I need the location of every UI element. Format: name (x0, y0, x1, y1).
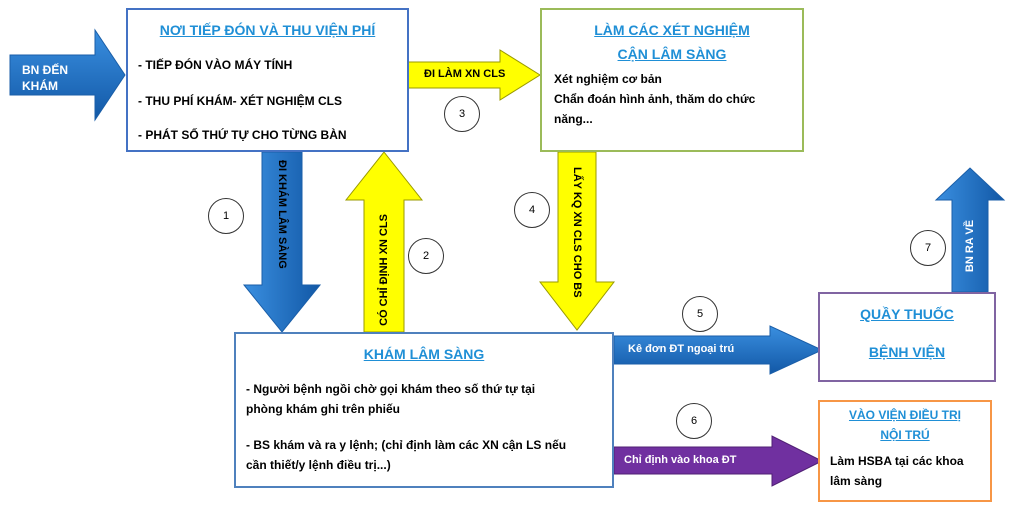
arrow-4-label: LẤY KQ XN CLS CHO BS (571, 167, 583, 298)
pharmacy-box: QUẦY THUỐC BỆNH VIỆN (818, 292, 996, 382)
inpatient-line: Làm HSBA tại các khoa (830, 454, 964, 468)
lab-line: Chẩn đoán hình ảnh, thăm do chức (554, 92, 756, 106)
arrow-5-right (613, 325, 824, 375)
inpatient-box: VÀO VIỆN ĐIỀU TRỊ NỘI TRÚ Làm HSBA tại c… (818, 400, 992, 502)
inpatient-title-line2: NỘI TRÚ (880, 428, 930, 442)
step-7-circle: 7 (910, 230, 946, 266)
lab-title-line2: CẬN LÂM SÀNG (617, 46, 727, 62)
arrow-7-up (934, 167, 1006, 293)
clinic-line: - BS khám và ra y lệnh; (chỉ định làm cá… (246, 438, 567, 452)
arrow-5-label: Kê đơn ĐT ngoại trú (628, 343, 735, 355)
reception-item: - PHÁT SỐ THỨ TỰ CHO TỪNG BÀN (138, 128, 347, 142)
arrow-2-label: CÓ CHỈ ĐỊNH XN CLS (378, 214, 390, 326)
clinic-title: KHÁM LÂM SÀNG (363, 346, 485, 362)
start-label: BN ĐẾN KHÁM (22, 63, 69, 93)
clinic-line: phòng khám ghi trên phiếu (246, 402, 400, 416)
clinic-line: cần thiết/y lệnh điều trị...) (246, 458, 391, 472)
pharmacy-title-line2: BỆNH VIỆN (868, 344, 946, 360)
reception-box: NƠI TIẾP ĐÓN VÀ THU VIỆN PHÍ - TIẾP ĐÓN … (126, 8, 409, 152)
lab-box: LÀM CÁC XÉT NGHIỆM CẬN LÂM SÀNG Xét nghi… (540, 8, 804, 152)
inpatient-line: lâm sàng (830, 474, 883, 488)
clinic-box: KHÁM LÂM SÀNG - Người bệnh ngồi chờ gọi … (234, 332, 614, 488)
lab-title-line1: LÀM CÁC XÉT NGHIỆM (594, 22, 750, 38)
lab-line: Xét nghiệm cơ bản (554, 72, 662, 86)
clinic-line: - Người bệnh ngồi chờ gọi khám theo số t… (246, 382, 536, 396)
step-5-circle: 5 (682, 296, 718, 332)
reception-title: NƠI TIẾP ĐÓN VÀ THU VIỆN PHÍ (159, 22, 376, 38)
arrow-6-label: Chỉ định vào khoa ĐT (624, 454, 737, 466)
step-2-circle: 2 (408, 238, 444, 274)
arrow-1-label: ĐI KHÁM LÂM SÀNG (276, 160, 288, 269)
arrow-4-down (538, 151, 616, 331)
arrow-2-up (344, 151, 424, 333)
step-3-circle: 3 (444, 96, 480, 132)
step-1-circle: 1 (208, 198, 244, 234)
step-4-circle: 4 (514, 192, 550, 228)
arrow-3-label: ĐI LÀM XN CLS (424, 68, 506, 80)
inpatient-title-line1: VÀO VIỆN ĐIỀU TRỊ (848, 408, 961, 422)
pharmacy-title-line1: QUẦY THUỐC (860, 306, 954, 322)
start-arrow (9, 28, 126, 122)
arrow-7-label: BN RA VỀ (964, 219, 976, 273)
arrow-6-right (613, 435, 824, 487)
reception-item: - TIẾP ĐÓN VÀO MÁY TÍNH (138, 58, 293, 72)
reception-item: - THU PHÍ KHÁM- XÉT NGHIỆM CLS (138, 94, 342, 108)
lab-line: năng... (554, 112, 593, 126)
step-6-circle: 6 (676, 403, 712, 439)
arrow-3-right (407, 49, 541, 101)
arrow-1-down (242, 151, 322, 333)
